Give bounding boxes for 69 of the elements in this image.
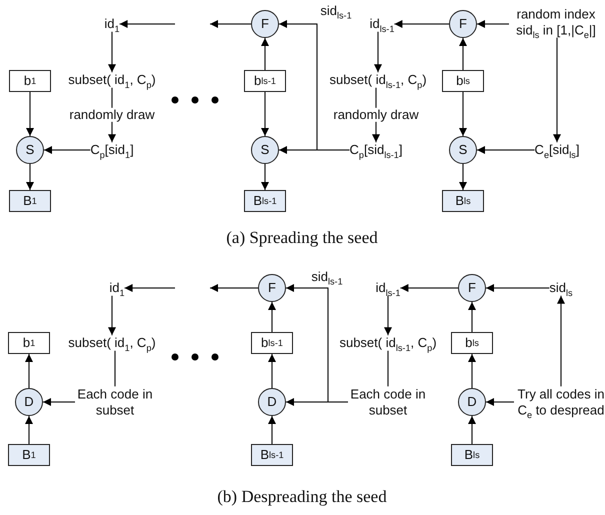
arrow bbox=[261, 164, 269, 190]
operation-circle: F bbox=[258, 274, 286, 302]
arrow bbox=[459, 92, 467, 136]
caption: (a) Spreading the seed bbox=[226, 228, 378, 248]
variable-label: subset( id$_{1}$, C$_{p}$) bbox=[68, 335, 156, 351]
operation-circle: D bbox=[258, 388, 286, 416]
arrow bbox=[42, 398, 76, 406]
text-label: random index sid$_{ls}$ in [1,|C$_{e}$|] bbox=[509, 6, 603, 38]
arrow bbox=[486, 398, 514, 406]
variable-label: C$_{p}$[sid$_{1}$] bbox=[90, 142, 134, 158]
arrow bbox=[468, 302, 476, 332]
arrow bbox=[286, 284, 348, 402]
variable-label: C$_{e}$[sid$_{ls}$] bbox=[534, 142, 580, 158]
arrow bbox=[124, 284, 176, 292]
text-label: Each code in subset bbox=[75, 386, 155, 418]
variable-label: subset( id$_{ls-1}$, C$_{p}$) bbox=[329, 72, 427, 88]
caption: (b) Despreading the seed bbox=[217, 487, 387, 507]
arrow bbox=[468, 354, 476, 388]
arrow bbox=[476, 146, 536, 154]
arrow bbox=[384, 295, 392, 336]
variable-label: subset( id$_{1}$, C$_{p}$) bbox=[68, 72, 156, 88]
variable-label: id$_{ls-1}$ bbox=[370, 16, 394, 32]
text-label: Each code in subset bbox=[348, 386, 428, 418]
operation-circle: D bbox=[458, 388, 486, 416]
arrow bbox=[119, 20, 176, 28]
arrow bbox=[476, 20, 510, 28]
arrow bbox=[261, 92, 269, 136]
text-label: Try all codes in C$_{e}$ to despread bbox=[514, 386, 605, 418]
edge-label: randomly draw bbox=[69, 108, 155, 122]
arrow bbox=[25, 416, 33, 444]
operation-circle: S bbox=[16, 136, 44, 164]
arrow bbox=[108, 31, 116, 73]
operation-circle: F bbox=[449, 10, 477, 38]
arrow bbox=[557, 295, 565, 387]
arrow bbox=[108, 295, 116, 336]
edge-label: randomly draw bbox=[333, 108, 419, 122]
operation-circle: F bbox=[458, 274, 486, 302]
arrow bbox=[486, 284, 550, 292]
arrow bbox=[278, 20, 350, 150]
operation-circle: F bbox=[251, 10, 279, 38]
variable-label: id$_{1}$ bbox=[109, 280, 125, 296]
arrow bbox=[374, 31, 382, 73]
arrow bbox=[210, 20, 252, 28]
operation-circle: S bbox=[251, 136, 279, 164]
edge-label: sid$_{ls-1}$ bbox=[311, 270, 343, 284]
arrow bbox=[26, 92, 34, 136]
arrow bbox=[553, 37, 561, 143]
arrow bbox=[468, 416, 476, 444]
variable-label: C$_{p}$[sid$_{ls-1}$] bbox=[350, 142, 402, 158]
operation-circle: D bbox=[15, 388, 43, 416]
arrow bbox=[400, 284, 458, 292]
arrow bbox=[44, 146, 91, 154]
connector-line bbox=[114, 350, 116, 387]
arrow bbox=[268, 302, 276, 332]
arrow bbox=[394, 20, 450, 28]
arrow bbox=[210, 284, 258, 292]
arrow bbox=[26, 164, 34, 190]
variable-label: id$_{1}$ bbox=[104, 16, 120, 32]
operation-circle: S bbox=[449, 136, 477, 164]
variable-label: subset( id$_{ls-1}$, C$_{p}$) bbox=[339, 335, 437, 351]
arrow bbox=[459, 164, 467, 190]
variable-label: id$_{ls-1}$ bbox=[376, 280, 400, 296]
edge-label: sid$_{ls-1}$ bbox=[320, 4, 352, 18]
variable-label: sid$_{ls}$ bbox=[549, 280, 573, 296]
arrow bbox=[25, 354, 33, 388]
arrow bbox=[459, 38, 467, 70]
arrow bbox=[261, 38, 269, 70]
arrow bbox=[268, 416, 276, 444]
arrow bbox=[268, 354, 276, 388]
